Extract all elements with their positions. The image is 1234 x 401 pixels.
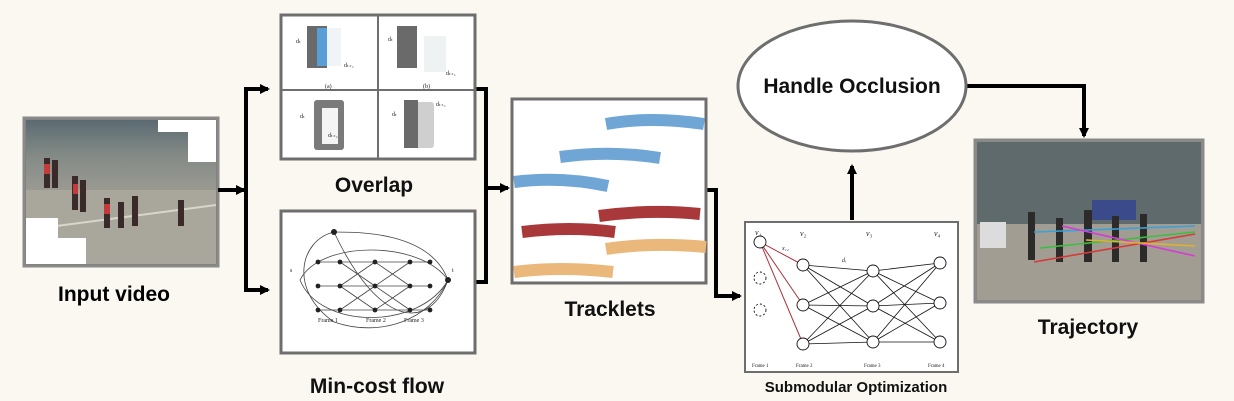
sub-frame-4: Frame 4 <box>928 364 945 369</box>
trajectory-label: Trajectory <box>1038 316 1139 339</box>
overlap-dt1-label-d: dₜ₊₁ <box>436 102 446 108</box>
mincost-frame-2: Frame 2 <box>366 318 386 324</box>
tracklet <box>559 147 661 164</box>
tracklet <box>513 173 610 192</box>
trajectory-frame <box>973 138 1205 304</box>
mincost-frame-3: Frame 3 <box>404 318 424 324</box>
tracklet <box>604 114 705 130</box>
edge-label: x₁₂ <box>781 246 789 252</box>
tracklet <box>598 205 701 222</box>
sub-frame-1: Frame 1 <box>752 364 769 369</box>
overlap-sub-a: (a) <box>325 83 332 90</box>
tracklet <box>513 263 614 278</box>
handle-occlusion-ellipse <box>736 19 968 153</box>
overlap-sub-b: (b) <box>423 83 430 90</box>
overlap-dt-label-c: dₜ <box>300 114 305 120</box>
tracklet <box>605 238 707 255</box>
v3-label: v₃ <box>866 229 873 238</box>
overlap-dt-label: dₜ <box>296 39 301 45</box>
submodular-panel: v₁ v₂ v₃ v₄ x₁₂ dᵢ Frame 1 Frame 2 Frame… <box>744 221 959 373</box>
overlap-panel: dₜ dₜ₊₁ dₜ dₜ₊₁ dₜ dₜ₊₁ dₜ dₜ₊₁ (a) (b) <box>279 13 477 161</box>
min-cost-flow-label: Min-cost flow <box>310 375 445 398</box>
v4-label: v₄ <box>934 229 941 238</box>
d-label: dᵢ <box>842 258 846 264</box>
mincost-s-label: s <box>290 268 293 274</box>
v2-label: v₂ <box>800 229 807 238</box>
mincost-frame-1: Frame 1 <box>318 318 338 324</box>
overlap-dt1-label: dₜ₊₁ <box>344 63 354 69</box>
arrows <box>218 84 1089 301</box>
input-video-label: Input video <box>58 283 170 306</box>
overlap-label: Overlap <box>335 174 413 197</box>
handle-occlusion-label: Handle Occlusion <box>763 75 940 98</box>
overlap-dt1-label-c: dₜ₊₁ <box>328 133 338 139</box>
v1-label: v₁ <box>755 228 762 237</box>
sub-frame-2: Frame 2 <box>796 364 813 369</box>
submodular-label: Submodular Optimization <box>765 379 948 396</box>
overlap-dt-label-b: dₜ <box>388 37 393 43</box>
mincost-flow-panel: s t Frame 1 Frame 2 Frame 3 <box>279 209 477 355</box>
tracklets-label: Tracklets <box>564 298 655 321</box>
input-video-frames <box>22 116 220 268</box>
tracklet <box>521 223 616 238</box>
mincost-t-label: t <box>452 268 454 274</box>
tracklets-panel <box>510 97 708 285</box>
overlap-dt-label-d: dₜ <box>392 112 397 118</box>
overlap-dt1-label-b: dₜ₊₁ <box>446 71 456 77</box>
sub-frame-3: Frame 3 <box>864 364 881 369</box>
